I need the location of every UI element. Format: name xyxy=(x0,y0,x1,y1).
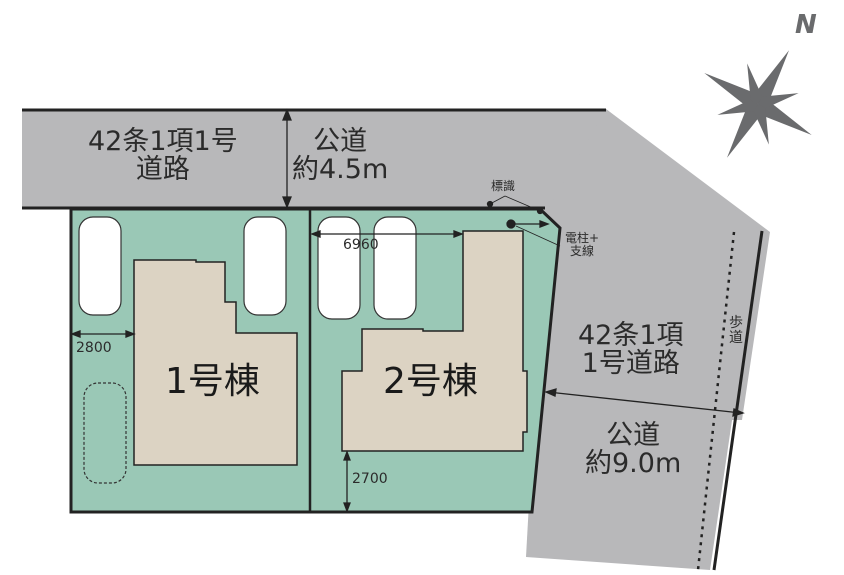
compass-icon xyxy=(704,50,812,158)
east-road xyxy=(526,109,760,570)
north-road-type: 42条1項1号道路 xyxy=(88,126,238,186)
car-icons xyxy=(78,216,417,484)
sign-label: 標識 xyxy=(491,179,516,193)
north-road-width: 公道約4.5m xyxy=(292,126,389,186)
dimension-2800: 2800 xyxy=(76,340,112,356)
building-1 xyxy=(133,259,298,466)
north-label: N xyxy=(795,10,817,40)
dimension-2700: 2700 xyxy=(352,471,388,487)
pole-label: 電柱+支線 xyxy=(565,231,600,258)
building-1-label: 1号棟 xyxy=(165,361,260,402)
building-2 xyxy=(341,230,528,452)
dimension-6960: 6960 xyxy=(343,237,379,253)
building-2-label: 2号棟 xyxy=(383,361,478,402)
sidewalk-line xyxy=(696,231,736,571)
east-road-width: 公道約9.0m xyxy=(585,420,682,480)
sidewalk-label: 歩道 xyxy=(729,315,743,346)
